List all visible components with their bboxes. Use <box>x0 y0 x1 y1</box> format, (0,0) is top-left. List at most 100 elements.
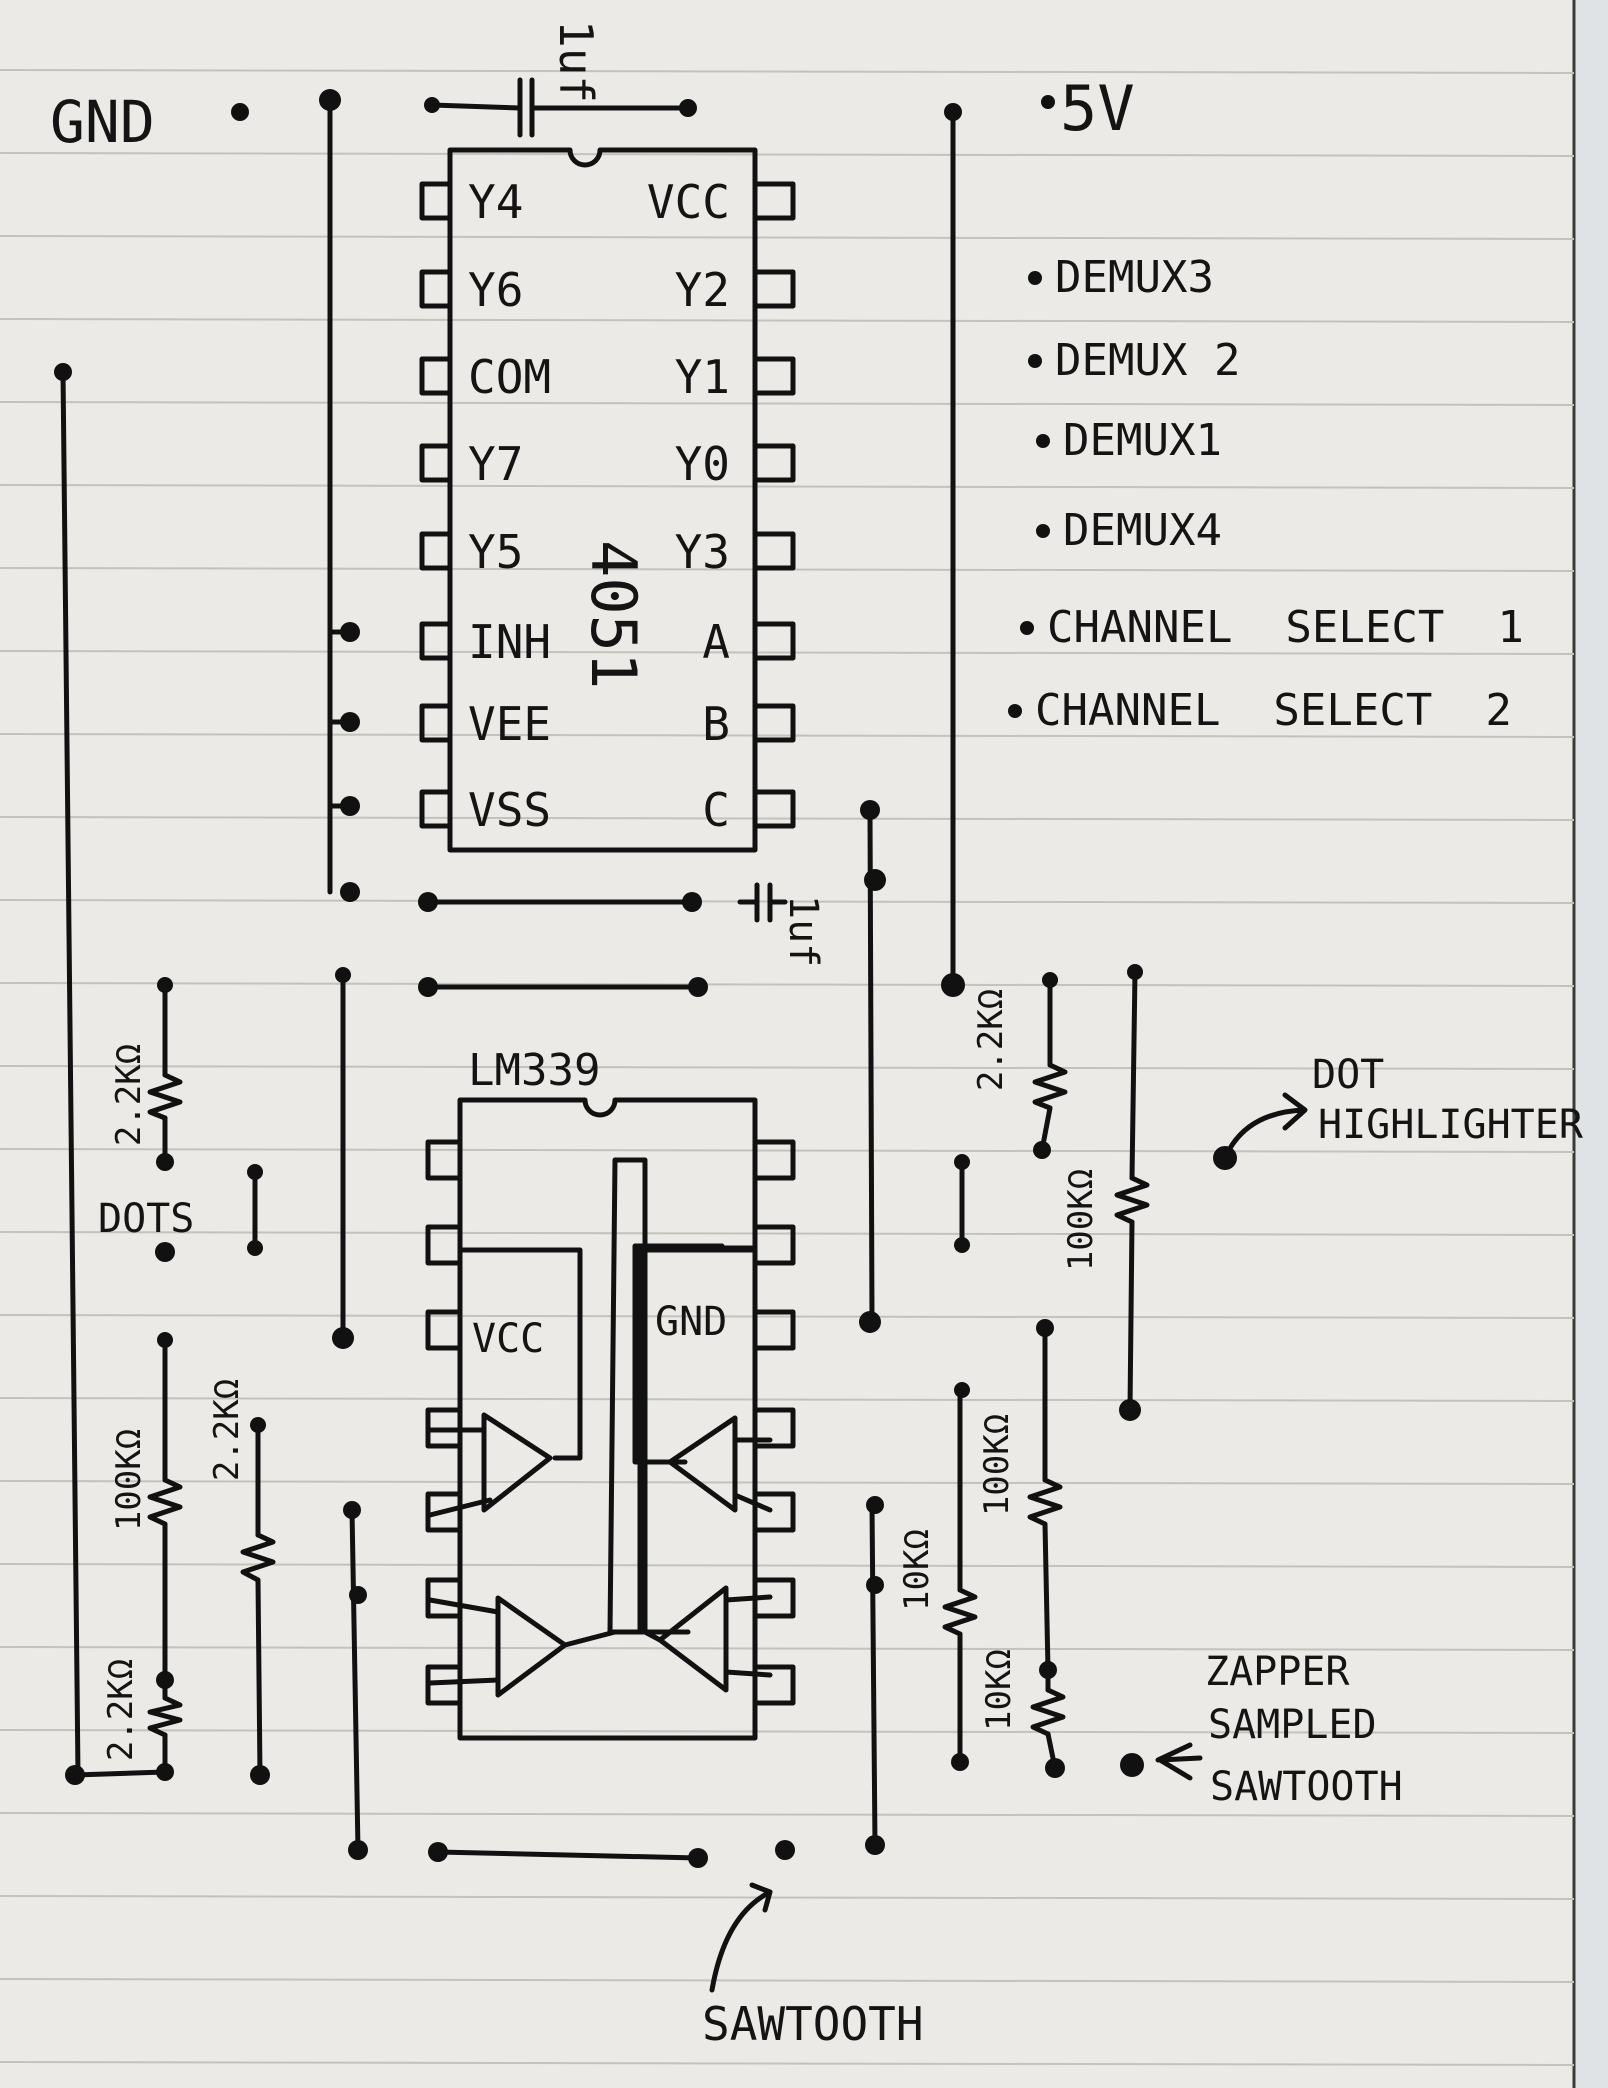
junction-dot <box>865 1835 885 1855</box>
junction-dot <box>1036 1319 1054 1337</box>
junction-dot <box>864 869 886 891</box>
junction-dot <box>418 892 438 912</box>
junction-dot <box>418 977 438 997</box>
junction-dot <box>859 1311 881 1333</box>
chip2-gnd-label: GND <box>655 1299 727 1345</box>
chip2-left-pin <box>425 1577 463 1619</box>
junction-dot <box>954 1237 970 1253</box>
junction-dots <box>54 89 1237 1868</box>
junction-dot <box>335 967 351 983</box>
capacitor-mid <box>737 882 788 923</box>
chip1-right-pin <box>752 531 796 571</box>
junction-dot <box>866 1576 884 1594</box>
chip1-right-pin-label: A <box>702 615 730 669</box>
side-label: DEMUX 2 <box>1055 335 1240 386</box>
r-left-mid22-label: 2.2KΩ <box>207 1379 247 1481</box>
junction-dot <box>1120 1753 1144 1777</box>
junction-dot <box>775 1840 795 1860</box>
chip1-right-pin-label: C <box>702 783 730 837</box>
side-label: DEMUX1 <box>1063 415 1222 466</box>
chip-4051 <box>419 147 796 853</box>
resistor-right-10k-a <box>942 1387 978 1765</box>
junction-dot <box>1045 1758 1065 1778</box>
chip1-left-pin <box>419 181 453 221</box>
junction-dot <box>1213 1146 1237 1170</box>
chip2-right-pin <box>752 1224 796 1266</box>
chip1-right-pin-label: Y1 <box>675 350 730 404</box>
junction-dot <box>247 1164 263 1180</box>
chip1-left-pin <box>419 789 453 829</box>
resistor-right-100k-b <box>1027 1325 1063 1673</box>
chip1-right-pin-label: B <box>702 697 730 751</box>
junction-dot <box>340 796 360 816</box>
dot-highlighter-line2: HIGHLIGHTER <box>1318 1102 1584 1148</box>
resistor-left-mid22 <box>240 1422 276 1778</box>
junction-dot <box>156 1153 174 1171</box>
chip1-left-pin-label: VSS <box>468 783 551 837</box>
zapper-line1: ZAPPER <box>1205 1649 1350 1695</box>
junction-dot <box>1119 1399 1141 1421</box>
dot-highlighter-line1: DOT <box>1312 1052 1384 1098</box>
chip1-left-pin <box>419 269 453 309</box>
zapper-line3: SAWTOOTH <box>1210 1764 1403 1810</box>
junction-dot <box>1041 95 1055 109</box>
side-label: CHANNEL SELECT 2 <box>1035 685 1512 736</box>
junction-dot <box>340 712 360 732</box>
chip1-name: 4051 <box>577 540 650 689</box>
chip1-left-pin-label: Y4 <box>468 175 523 229</box>
junction-dot <box>247 1240 263 1256</box>
dots-label: DOTS <box>98 1196 194 1242</box>
junction-dot <box>319 89 341 111</box>
junction-dot <box>156 1763 174 1781</box>
side-label: DEMUX3 <box>1055 252 1214 303</box>
junction-dot <box>1033 1141 1051 1159</box>
chip1-right-pin <box>752 789 796 829</box>
junction-dot <box>156 1671 174 1689</box>
gnd-label: GND <box>50 88 155 156</box>
junction-dot <box>250 1417 266 1433</box>
junction-dot <box>866 1496 884 1514</box>
junction-dot <box>679 99 697 117</box>
side-label-dot <box>1036 434 1050 448</box>
r-right-100k-b-label: 100KΩ <box>977 1414 1017 1516</box>
junction-dot <box>1042 972 1058 988</box>
junction-dot <box>860 800 880 820</box>
chip1-left-pin <box>419 356 453 396</box>
junction-dot <box>332 1327 354 1349</box>
chip1-right-pin-label: Y3 <box>675 525 730 579</box>
chip-lm339 <box>425 1097 796 1741</box>
junction-dot <box>1039 1661 1057 1679</box>
arrow-sawtooth <box>709 1882 773 1993</box>
junction-dot <box>65 1765 85 1785</box>
vplus-label: 5V <box>1060 72 1135 145</box>
junction-dot <box>343 1501 361 1519</box>
chip1-left-pin-label: INH <box>468 615 551 669</box>
side-label: DEMUX4 <box>1063 505 1222 556</box>
chip1-right-pin <box>752 703 796 743</box>
chip2-name: LM339 <box>468 1045 600 1096</box>
junction-dot <box>54 363 72 381</box>
chip2-left-pin <box>425 1664 463 1706</box>
chip1-left-pin <box>419 531 453 571</box>
chip2-right-pin <box>752 1664 796 1706</box>
junction-dot <box>428 1842 448 1862</box>
chip2-right-pin <box>752 1407 796 1449</box>
chip2-left-pin <box>425 1309 463 1351</box>
r-left-100k-label: 100KΩ <box>109 1429 149 1531</box>
chip2-left-pin <box>425 1139 463 1181</box>
junction-dot <box>941 973 965 997</box>
chip1-right-pin-label: Y0 <box>675 437 730 491</box>
side-label-dot <box>1036 524 1050 538</box>
zapper-line2: SAMPLED <box>1208 1702 1377 1748</box>
sawtooth-label: SAWTOOTH <box>702 1997 924 2051</box>
junction-dot <box>231 103 249 121</box>
chip2-right-pin <box>752 1309 796 1351</box>
side-label-dot <box>1028 354 1042 368</box>
chip1-left-pin-label: Y5 <box>468 525 523 579</box>
junction-dot <box>951 1753 969 1771</box>
r-left-top-label: 2.2KΩ <box>109 1044 149 1146</box>
chip1-right-pin-label: VCC <box>647 175 730 229</box>
chip2-right-pin <box>752 1491 796 1533</box>
wire-bottom <box>435 1849 701 1861</box>
chip1-left-pin <box>419 703 453 743</box>
